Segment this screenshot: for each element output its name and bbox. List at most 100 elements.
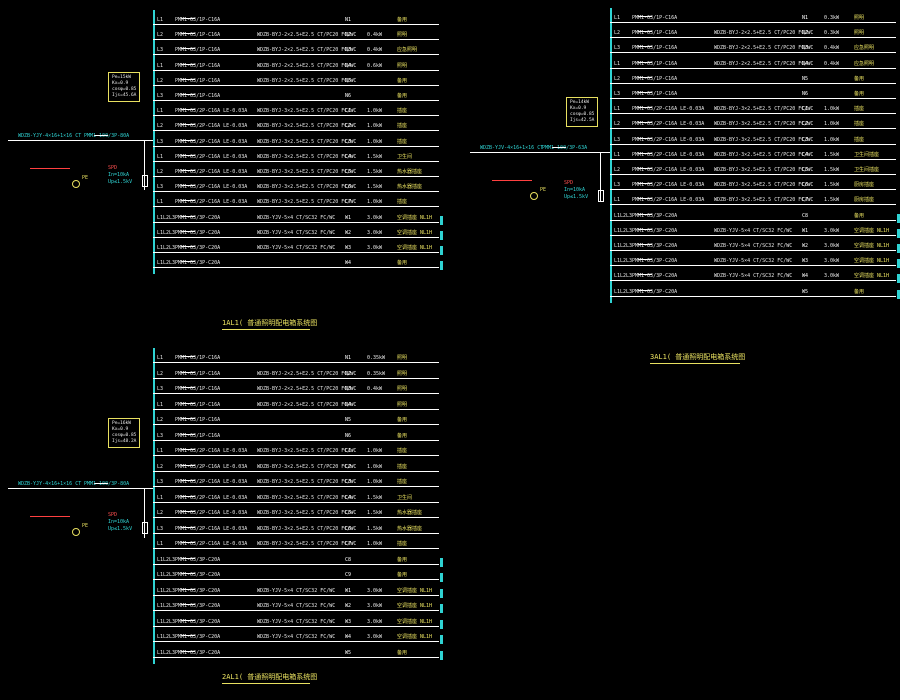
circuit-line (153, 625, 439, 627)
circuit-number: N3 (345, 47, 352, 54)
circuit-usage: 空调插座 NL1H (854, 258, 890, 265)
circuit-line (153, 610, 439, 611)
phase-label: L1L2L3 (157, 229, 176, 236)
cable-spec: WDZB-BYJ-2×2.5+E2.5 CT/PC20 FC/WC (257, 32, 357, 39)
cable-spec: WDZB-YJV-5×4 CT/SC32 FC/WC (257, 229, 336, 236)
cable-spec: WDZB-BYJ-2×2.5+E2.5 CT/PC20 FC/WC (714, 30, 814, 37)
phase-label: L3 (157, 479, 164, 485)
phase-label: L2 (157, 370, 164, 377)
circuit-power: 1.0kW (367, 479, 383, 485)
circuit-number: C4 (345, 494, 352, 501)
circuit-line (153, 39, 439, 41)
phase-label: L1 (157, 153, 164, 160)
circuit-line (610, 113, 896, 115)
spd-drop-line (600, 152, 601, 202)
circuit-line (153, 656, 439, 658)
phase-label: L1 (157, 355, 164, 361)
circuit-line (610, 98, 896, 99)
circuit-number: C1 (345, 108, 352, 115)
circuit-number: C4 (345, 153, 352, 160)
breaker-spec: PMM1-63/3P-C20A (632, 243, 678, 249)
cable-spec: WDZB-BYJ-3×2.5+E2.5 CT/PC20 FC/WC (257, 479, 357, 485)
cable-spec: WDZB-BYJ-2×2.5+E2.5 CT/PC20 FC/WC (257, 370, 357, 377)
cable-spec: WDZB-BYJ-3×2.5+E2.5 CT/PC20 FC/WC (257, 463, 357, 470)
phase-label: L1L2L3 (614, 258, 633, 265)
incoming-feeder-line (470, 152, 610, 153)
breaker-spec: PMM1-63/1P-C16A (175, 47, 221, 54)
cable-spec: WDZB-BYJ-3×2.5+E2.5 CT/PC20 FC/WC (257, 108, 357, 115)
circuit-number: W3 (345, 245, 352, 251)
phase-label: L1L2L3 (614, 227, 633, 234)
spd-spec: Up≤1.5kV (108, 179, 133, 185)
phase-label: L1L2L3 (614, 273, 633, 280)
circuit-usage: 备用 (397, 93, 408, 99)
circuit-line (153, 362, 439, 363)
circuit-power: 1.5kW (824, 182, 840, 189)
breaker-spec: PMM1-63/1P-C16A (175, 386, 221, 392)
circuit-power: 0.35kW (367, 355, 386, 361)
breaker-spec: PMM1-63/3P-C20A (175, 556, 221, 563)
circuit-line (610, 22, 896, 23)
circuit-line (610, 295, 896, 297)
breaker-spec: PMM1-63/3P-C20A (175, 572, 221, 578)
circuit-power: 1.0kW (367, 199, 383, 206)
cable-spec: WDZB-YJV-5×4 CT/SC32 FC/WC (257, 245, 336, 251)
